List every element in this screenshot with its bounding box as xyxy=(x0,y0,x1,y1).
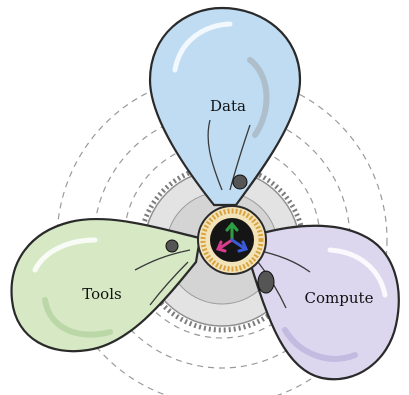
hub-arrows-icon xyxy=(215,221,249,253)
node-icon xyxy=(232,174,248,190)
hub-toothed-ring xyxy=(200,208,264,272)
lobe-data-shape xyxy=(148,6,302,207)
lobe-compute-highlight xyxy=(327,247,388,298)
lobe-tools-shadow xyxy=(42,297,113,338)
lobe-data-shadow xyxy=(247,57,270,138)
lobe-data: Data xyxy=(148,6,302,207)
lobe-tools-veins xyxy=(134,249,191,306)
central-hub xyxy=(197,205,267,275)
lobe-compute-shadow xyxy=(282,327,358,362)
lobe-compute: Compute xyxy=(244,224,400,381)
lobe-compute-label: Compute xyxy=(305,289,374,307)
node-icon xyxy=(257,270,275,294)
lobe-tools-shape xyxy=(10,218,202,353)
lobe-tools-highlight xyxy=(32,237,98,273)
connector-nodes xyxy=(165,174,275,294)
node-icon xyxy=(165,239,179,253)
lobe-data-veins xyxy=(207,119,251,191)
lobe-data-label: Data xyxy=(210,97,246,115)
lobe-compute-shape xyxy=(244,224,400,381)
lobe-tools: Tools xyxy=(10,218,202,353)
lobe-data-highlight xyxy=(172,21,233,73)
lobe-tools-label: Tools xyxy=(82,285,121,303)
